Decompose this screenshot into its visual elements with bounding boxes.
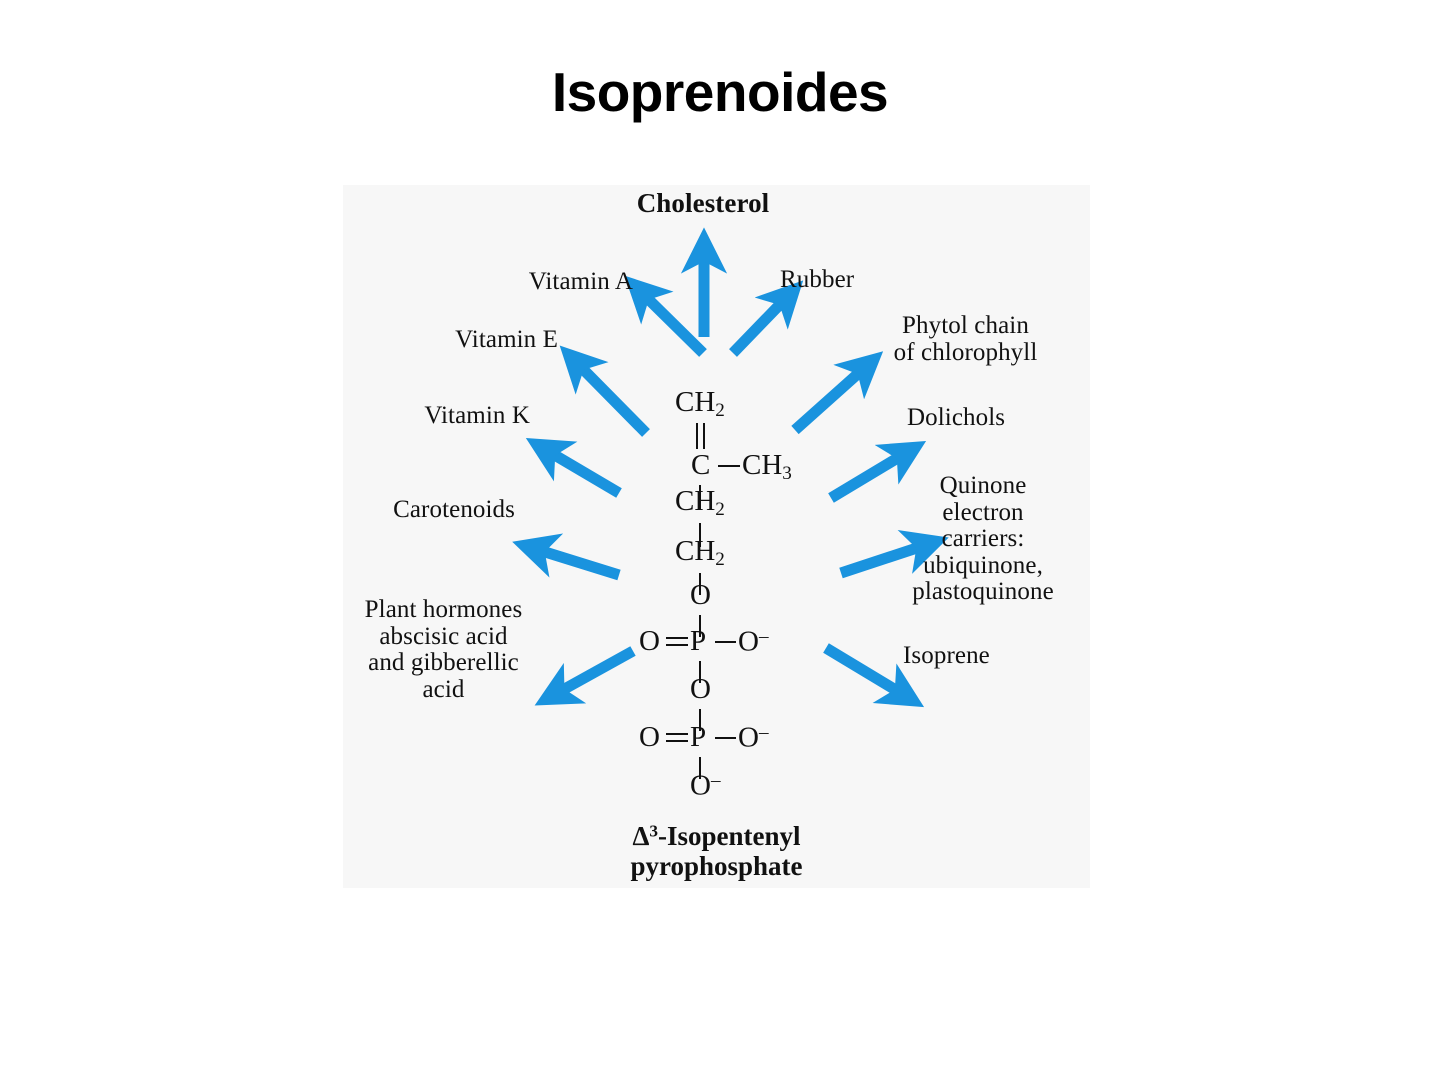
atom-o-minus-1: O– (738, 625, 769, 658)
label-plant-hormones: Plant hormones abscisic acid and gibbere… (364, 596, 523, 703)
isoprenoid-diagram-panel: Cholesterol Vitamin A Vitamin E Vitamin … (343, 185, 1090, 888)
bond-o-p1 (699, 615, 701, 637)
atom-o-bridge: O (690, 673, 711, 705)
bond-c-ch3 (718, 465, 740, 467)
bond-double-left (696, 423, 698, 449)
atom-p-1: P (690, 625, 707, 657)
atom-ch2-third: CH2 (675, 535, 725, 570)
atom-ch2-second: CH2 (675, 485, 725, 520)
atom-p-2: P (690, 721, 707, 753)
label-vitamin-k: Vitamin K (424, 402, 530, 429)
label-phytol-chain: Phytol chain of chlorophyll (893, 312, 1038, 366)
label-vitamin-a: Vitamin A (528, 268, 633, 295)
atom-o-double-1: O (639, 625, 660, 657)
bond-p2-ominus (715, 737, 736, 739)
bond-c-ch2 (699, 485, 701, 509)
bond-p2-double-top (666, 733, 688, 735)
bond-double-right (703, 423, 705, 449)
caption-name: -Isopentenyl (658, 821, 801, 851)
caption-delta: Δ (632, 821, 650, 851)
label-vitamin-e: Vitamin E (455, 326, 558, 353)
bond-obridge-p2 (699, 709, 701, 731)
bond-p1-obridge (699, 661, 701, 683)
bond-ch2-ch2 (699, 523, 701, 547)
caption-superscript: 3 (649, 821, 659, 841)
label-quinone-carriers: Quinone electron carriers: ubiquinone, p… (912, 472, 1054, 605)
bond-p1-ominus (715, 641, 736, 643)
label-carotenoids: Carotenoids (393, 496, 515, 523)
atom-c-center: C (691, 449, 711, 481)
label-rubber: Rubber (780, 266, 855, 293)
bond-p1-double-bottom (666, 644, 688, 646)
label-cholesterol: Cholesterol (636, 188, 770, 218)
isopentenyl-pyrophosphate-structure: CH2 C CH3 CH2 CH2 O O P O– O O (343, 185, 1090, 888)
page-title: Isoprenoides (551, 61, 889, 123)
atom-ch2-top: CH2 (675, 386, 725, 421)
atom-ch3-branch: CH3 (742, 449, 792, 484)
bond-p2-double-bottom (666, 740, 688, 742)
label-isoprene: Isoprene (903, 642, 990, 669)
caption-line2: pyrophosphate (630, 851, 803, 882)
label-dolichols: Dolichols (907, 404, 1006, 431)
atom-o-minus-3: O– (690, 769, 721, 802)
atom-o-minus-2: O– (738, 721, 769, 754)
atom-o-double-2: O (639, 721, 660, 753)
atom-o-ester: O (690, 579, 711, 611)
bond-ch2-o (699, 573, 701, 595)
bond-p1-double-top (666, 637, 688, 639)
bond-p2-oterminal (699, 757, 701, 779)
